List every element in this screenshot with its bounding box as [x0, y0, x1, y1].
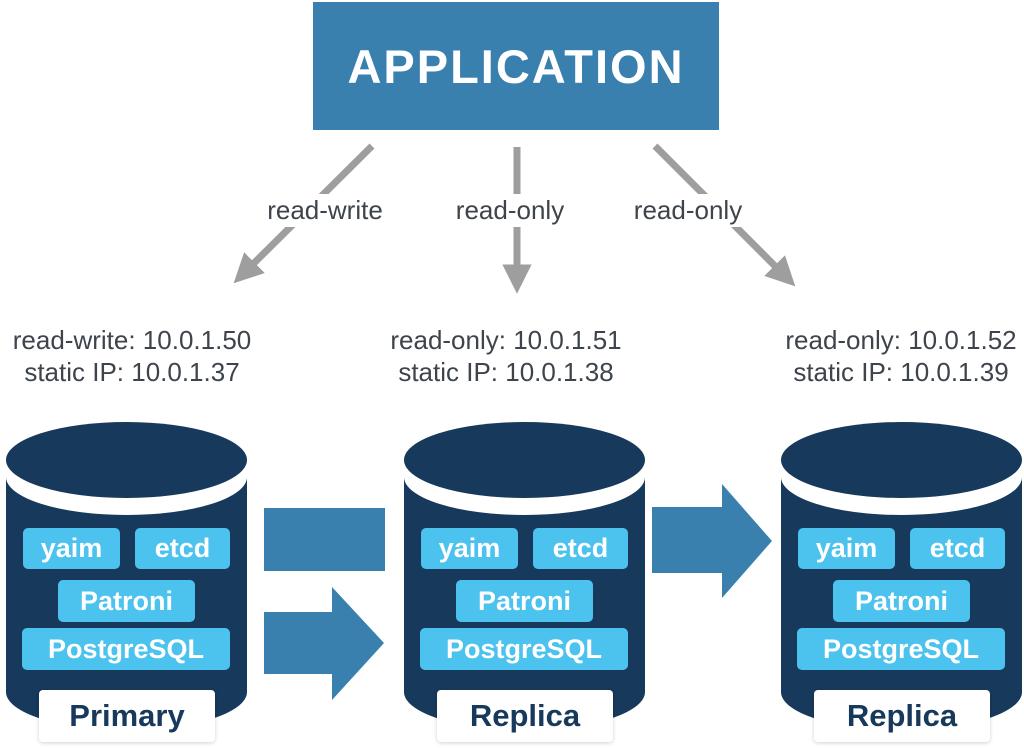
connection-label-read-only-2: read-only	[623, 194, 753, 227]
node-address-replica-1: read-only: 10.0.1.51 static IP: 10.0.1.3…	[371, 324, 641, 388]
component-badge-postgresql: PostgreSQL	[797, 628, 1005, 670]
component-badge-postgresql: PostgreSQL	[22, 628, 230, 670]
component-badge-patroni: Patroni	[58, 580, 195, 622]
node-address-replica-2: read-only: 10.0.1.52 static IP: 10.0.1.3…	[766, 324, 1024, 388]
database-cylinder-icon	[404, 422, 645, 730]
address-line: read-write: 10.0.1.50	[12, 325, 252, 355]
database-node-primary: yaim etcd Patroni PostgreSQL Primary	[5, 420, 248, 748]
component-badge-etcd: etcd	[533, 528, 628, 569]
component-badge-patroni: Patroni	[833, 580, 970, 622]
connection-label-read-write: read-write	[257, 194, 393, 227]
database-node-replica-1: yaim etcd Patroni PostgreSQL Replica	[403, 420, 646, 748]
node-role-label: Replica	[437, 690, 613, 742]
database-cylinder-icon	[6, 422, 247, 730]
component-badge-patroni: Patroni	[456, 580, 593, 622]
node-role-label: Primary	[39, 690, 215, 742]
component-badge-yaim: yaim	[798, 528, 895, 569]
node-address-primary: read-write: 10.0.1.50 static IP: 10.0.1.…	[0, 324, 267, 388]
address-line: static IP: 10.0.1.38	[398, 357, 614, 387]
database-node-replica-2: yaim etcd Patroni PostgreSQL Replica	[780, 420, 1023, 748]
application-box: APPLICATION	[313, 2, 719, 130]
component-badge-etcd: etcd	[135, 528, 230, 569]
address-line: read-only: 10.0.1.51	[390, 325, 622, 355]
component-badge-yaim: yaim	[421, 528, 518, 569]
replication-arrow-icon	[652, 484, 772, 598]
address-line: static IP: 10.0.1.39	[793, 357, 1009, 387]
component-badge-etcd: etcd	[910, 528, 1005, 569]
component-badge-postgresql: PostgreSQL	[420, 628, 628, 670]
application-label: APPLICATION	[347, 39, 685, 93]
connection-label-read-only-1: read-only	[445, 194, 575, 227]
node-role-label: Replica	[814, 690, 990, 742]
address-line: static IP: 10.0.1.37	[24, 357, 240, 387]
replication-arrow-icon	[264, 587, 384, 700]
database-cylinder-icon	[781, 422, 1022, 730]
component-badge-yaim: yaim	[23, 528, 120, 569]
address-line: read-only: 10.0.1.52	[785, 325, 1017, 355]
replication-link-rect	[264, 508, 385, 571]
